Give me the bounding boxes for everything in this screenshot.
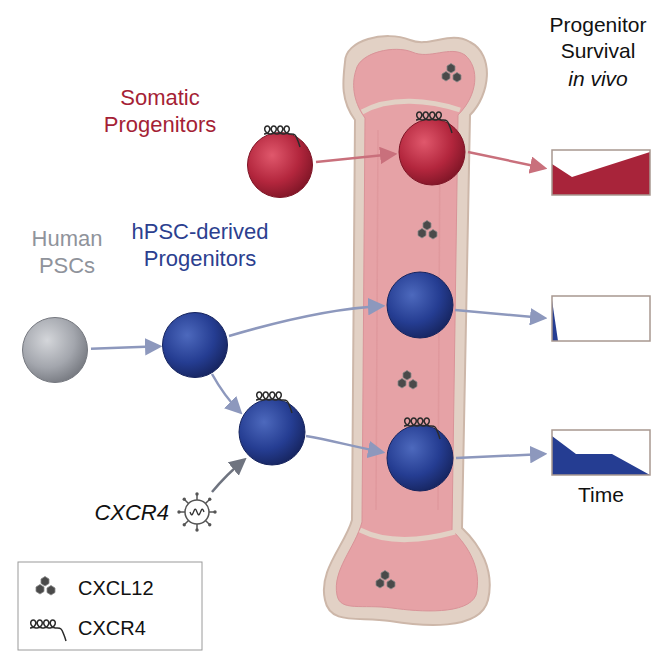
cxcr4-receptor — [416, 112, 452, 133]
cell-node: Somatic Progenitors — [247, 132, 313, 198]
virus-spike-tip — [195, 528, 198, 531]
chart-heading: in vivo — [530, 66, 664, 92]
cell-node: hPSC-derived Progenitors — [162, 312, 228, 378]
virus-spike-tip — [213, 510, 216, 513]
growth-plate — [360, 530, 455, 540]
vector-icon-node: CXCR4 — [177, 492, 217, 532]
cell-label: hPSC-derived Progenitors — [120, 218, 280, 272]
legend-box — [18, 562, 202, 650]
cell-shape — [22, 317, 88, 383]
virus-capsid — [185, 500, 209, 524]
flow-arrow — [229, 306, 382, 336]
virus-spike — [185, 500, 189, 504]
cell-label: CXCR4 — [85, 499, 169, 526]
virus-spike-tip — [208, 498, 211, 501]
cxcl12-cluster — [442, 64, 461, 83]
cxcl12-cluster — [376, 571, 395, 590]
virus-spike-tip — [195, 492, 198, 495]
cell-label: Somatic Progenitors — [75, 84, 245, 138]
cell-shape — [162, 312, 228, 378]
cxcl12-cluster — [418, 221, 437, 240]
legend-label: CXCR4 — [78, 616, 146, 640]
virus-spike — [205, 500, 209, 504]
somatic-cell-engrafted — [399, 119, 465, 185]
flow-arrow — [306, 436, 382, 452]
cell-node: Human PSCs — [22, 317, 88, 383]
cxcr4-receptor — [404, 418, 440, 439]
cxcr4-receptor — [256, 392, 292, 413]
cxcr4-transduced-cell — [239, 399, 305, 465]
flow-arrow — [212, 460, 244, 492]
flow-arrow — [316, 154, 394, 162]
survival-chart — [552, 150, 650, 195]
legend-cxcl12-icon — [36, 577, 55, 596]
virus-spike-tip — [183, 498, 186, 501]
legend-label: CXCL12 — [78, 576, 154, 600]
axis-label: Time — [551, 482, 651, 508]
chart-heading: Progenitor Survival — [530, 12, 664, 64]
bone-marrow — [336, 49, 477, 611]
virus-spike-tip — [183, 523, 186, 526]
flow-arrow — [91, 346, 159, 348]
virus-icon — [177, 492, 217, 532]
flow-arrow — [456, 454, 544, 458]
cell-shape — [247, 132, 313, 198]
cxcr4-cell-engrafted — [387, 425, 453, 491]
bone-outline — [324, 36, 490, 625]
cell-body — [23, 318, 88, 383]
cell-body — [248, 133, 313, 198]
cell-label: Human PSCs — [12, 225, 122, 279]
flow-arrow — [455, 310, 544, 318]
hpsc-cell-engrafted — [387, 272, 453, 338]
virus-genome — [190, 509, 204, 515]
virus-spike-tip — [208, 523, 211, 526]
virus-spike — [205, 520, 209, 524]
survival-chart — [552, 430, 650, 475]
cell-body — [163, 313, 228, 378]
growth-plate — [362, 101, 460, 112]
flow-arrow — [468, 152, 544, 168]
survival-chart — [552, 296, 650, 341]
virus-spike — [185, 520, 189, 524]
virus-spike-tip — [177, 510, 180, 513]
legend-cxcr4-icon — [30, 620, 66, 641]
flow-arrow — [212, 374, 240, 412]
cxcl12-cluster — [398, 371, 417, 390]
cxcr4-receptor — [264, 126, 300, 147]
